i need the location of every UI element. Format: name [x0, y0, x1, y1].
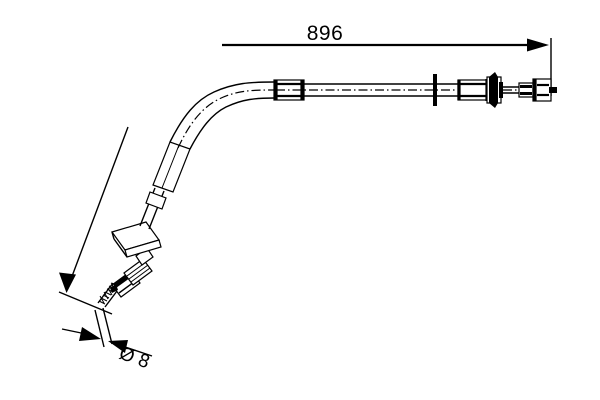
connector-right-teeth: [489, 72, 498, 108]
ferrule-upper-ribs: [277, 82, 301, 98]
dimension-arrowhead-diagonal: [59, 272, 76, 293]
terminal-rib-b: [520, 92, 532, 95]
component-mid-span-retaining-clip: [433, 74, 437, 106]
component-mounting-flange: [111, 221, 162, 258]
diameter-arrowhead-left: [79, 327, 101, 341]
extension-tick-cable-a: [94, 309, 105, 348]
dimension-label-length: 896: [307, 22, 344, 45]
component-right-toothed-connector: [486, 72, 503, 108]
flange-corner-line: [111, 231, 115, 240]
connector-tooth-lower-a: [110, 284, 118, 293]
dimension-arrowhead-right: [527, 38, 549, 52]
sleeve-inner-line-lower: [161, 144, 180, 189]
diameter-leader-right: [124, 346, 153, 357]
flange-edge: [124, 239, 162, 258]
extension-tick-cable-b: [102, 307, 113, 345]
component-right-terminal-fitting: [518, 78, 557, 102]
flange-side-line: [113, 238, 128, 258]
component-right-ribbed-ferrule: [457, 79, 489, 101]
sleeve-collar-lower: [145, 191, 167, 210]
ferrule-right-ribs: [460, 82, 486, 98]
conduit-inner-wall: [189, 97, 275, 150]
dimension-cable-diameter: [58, 126, 153, 357]
conduit-outer-wall: [169, 81, 275, 143]
component-lower-conduit-sleeve: [139, 141, 191, 230]
terminal-tip: [549, 87, 557, 93]
component-curved-conduit: [169, 81, 277, 150]
terminal-rib-a: [520, 85, 532, 88]
connector-right-collar: [499, 82, 503, 98]
clip-vertical-bar: [433, 74, 437, 106]
diameter-arrowhead-right: [108, 340, 128, 353]
dimension-line-diameter-diagonal: [70, 126, 129, 280]
conduit-centerline-bend: [177, 89, 277, 149]
